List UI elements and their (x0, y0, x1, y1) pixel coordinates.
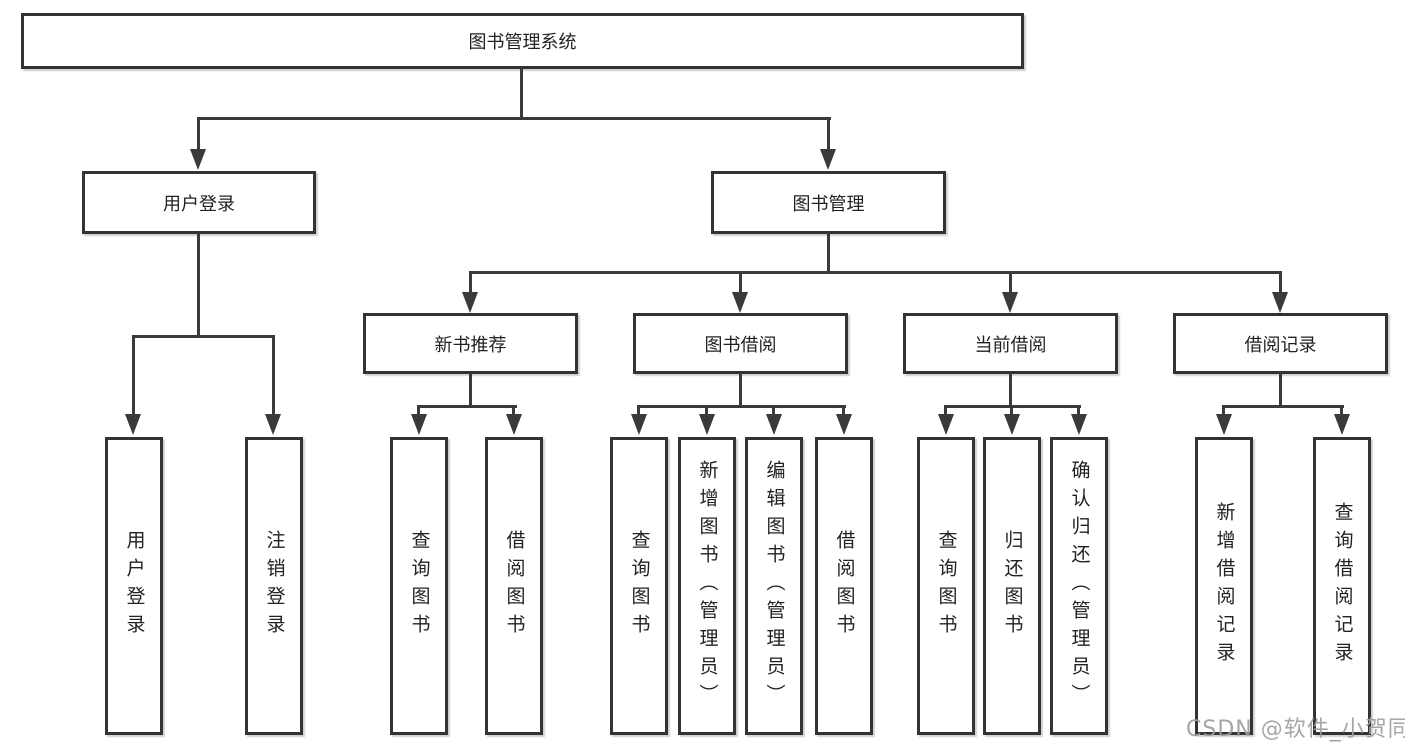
node-new-book-recommend: 新书推荐 (363, 313, 578, 374)
leaf-cb-query-book: 查询图书 (917, 437, 975, 735)
arrow-down-icon (631, 414, 647, 435)
connector-line (417, 405, 420, 416)
connector-line (132, 335, 135, 416)
leaf-bb-borrow-book-label: 借阅图书 (833, 530, 856, 642)
connector-line (417, 405, 517, 408)
arrow-down-icon (1272, 292, 1288, 313)
node-borrow-record: 借阅记录 (1173, 313, 1388, 374)
node-new-book-recommend-label: 新书推荐 (434, 334, 507, 356)
arrow-down-icon (766, 414, 782, 435)
connector-line (1009, 271, 1012, 293)
connector-line (520, 69, 523, 119)
leaf-br-add-record: 新增借阅记录 (1195, 437, 1253, 735)
connector-line (197, 117, 200, 150)
arrow-down-icon (938, 414, 954, 435)
arrow-down-icon (411, 414, 427, 435)
leaf-bb-add-book-admin: 新增图书（管理员） (678, 437, 736, 735)
arrow-down-icon (820, 149, 836, 170)
connector-line (272, 335, 275, 416)
leaf-cb-confirm-return-admin: 确认归还（管理员） (1050, 437, 1108, 735)
connector-line (1340, 405, 1343, 416)
leaf-cb-return-book-label: 归还图书 (1001, 530, 1024, 642)
connector-line (1010, 405, 1013, 416)
node-book-borrow: 图书借阅 (633, 313, 848, 374)
connector-line (1279, 271, 1282, 293)
leaf-user-login-label: 用户登录 (123, 530, 146, 642)
arrow-down-icon (836, 414, 852, 435)
arrow-down-icon (462, 292, 478, 313)
connector-line (132, 335, 275, 338)
leaf-bb-add-book-admin-label: 新增图书（管理员） (696, 460, 719, 712)
leaf-br-query-record-label: 查询借阅记录 (1331, 502, 1354, 670)
node-book-borrow-label: 图书借阅 (704, 334, 777, 356)
connector-line (944, 405, 947, 416)
connector-line (1009, 373, 1012, 407)
connector-line (1279, 373, 1282, 407)
arrow-down-icon (1216, 414, 1232, 435)
arrow-down-icon (1002, 292, 1018, 313)
connector-line (1077, 405, 1080, 416)
connector-line (1222, 405, 1225, 416)
connector-line (637, 405, 640, 416)
leaf-nbr-query-book: 查询图书 (390, 437, 448, 735)
connector-line (705, 405, 708, 416)
leaf-bb-edit-book-admin-label: 编辑图书（管理员） (763, 460, 786, 712)
arrow-down-icon (1004, 414, 1020, 435)
leaf-logout-label: 注销登录 (263, 530, 286, 642)
leaf-cb-confirm-return-admin-label: 确认归还（管理员） (1068, 460, 1091, 712)
connector-line (469, 373, 472, 407)
arrow-down-icon (265, 414, 281, 435)
arrow-down-icon (506, 414, 522, 435)
connector-line (842, 405, 845, 416)
node-user-login: 用户登录 (82, 171, 316, 234)
node-borrow-record-label: 借阅记录 (1244, 334, 1317, 356)
connector-line (772, 405, 775, 416)
arrow-down-icon (1071, 414, 1087, 435)
leaf-bb-query-book-label: 查询图书 (628, 530, 651, 642)
csdn-watermark: CSDN @软件_小贺同学 (1186, 717, 1405, 742)
leaf-bb-query-book: 查询图书 (610, 437, 668, 735)
node-root-label: 图书管理系统 (468, 32, 577, 53)
connector-line (197, 117, 831, 120)
arrow-down-icon (1334, 414, 1350, 435)
leaf-cb-return-book: 归还图书 (983, 437, 1041, 735)
leaf-nbr-borrow-book-label: 借阅图书 (503, 530, 526, 642)
leaf-nbr-borrow-book: 借阅图书 (485, 437, 543, 735)
node-book-management-label: 图书管理 (792, 193, 865, 215)
leaf-nbr-query-book-label: 查询图书 (408, 530, 431, 642)
connector-line (637, 405, 846, 408)
node-book-management: 图书管理 (711, 171, 946, 234)
leaf-logout: 注销登录 (245, 437, 303, 735)
connector-line (469, 271, 472, 293)
connector-line (469, 271, 1282, 274)
node-user-login-label: 用户登录 (163, 193, 235, 215)
connector-line (1222, 405, 1344, 408)
leaf-bb-borrow-book: 借阅图书 (815, 437, 873, 735)
connector-line (739, 271, 742, 293)
arrow-down-icon (190, 149, 206, 170)
arrow-down-icon (125, 414, 141, 435)
connector-line (827, 117, 830, 150)
leaf-cb-query-book-label: 查询图书 (935, 530, 958, 642)
leaf-br-query-record: 查询借阅记录 (1313, 437, 1371, 735)
leaf-bb-edit-book-admin: 编辑图书（管理员） (745, 437, 803, 735)
leaf-user-login: 用户登录 (105, 437, 163, 735)
connector-line (197, 233, 200, 337)
arrow-down-icon (732, 292, 748, 313)
arrow-down-icon (699, 414, 715, 435)
connector-line (739, 373, 742, 407)
node-current-borrow: 当前借阅 (903, 313, 1118, 374)
node-root: 图书管理系统 (21, 13, 1024, 69)
connector-line (827, 233, 830, 273)
node-current-borrow-label: 当前借阅 (974, 334, 1047, 356)
connector-line (512, 405, 515, 416)
leaf-br-add-record-label: 新增借阅记录 (1213, 502, 1236, 670)
